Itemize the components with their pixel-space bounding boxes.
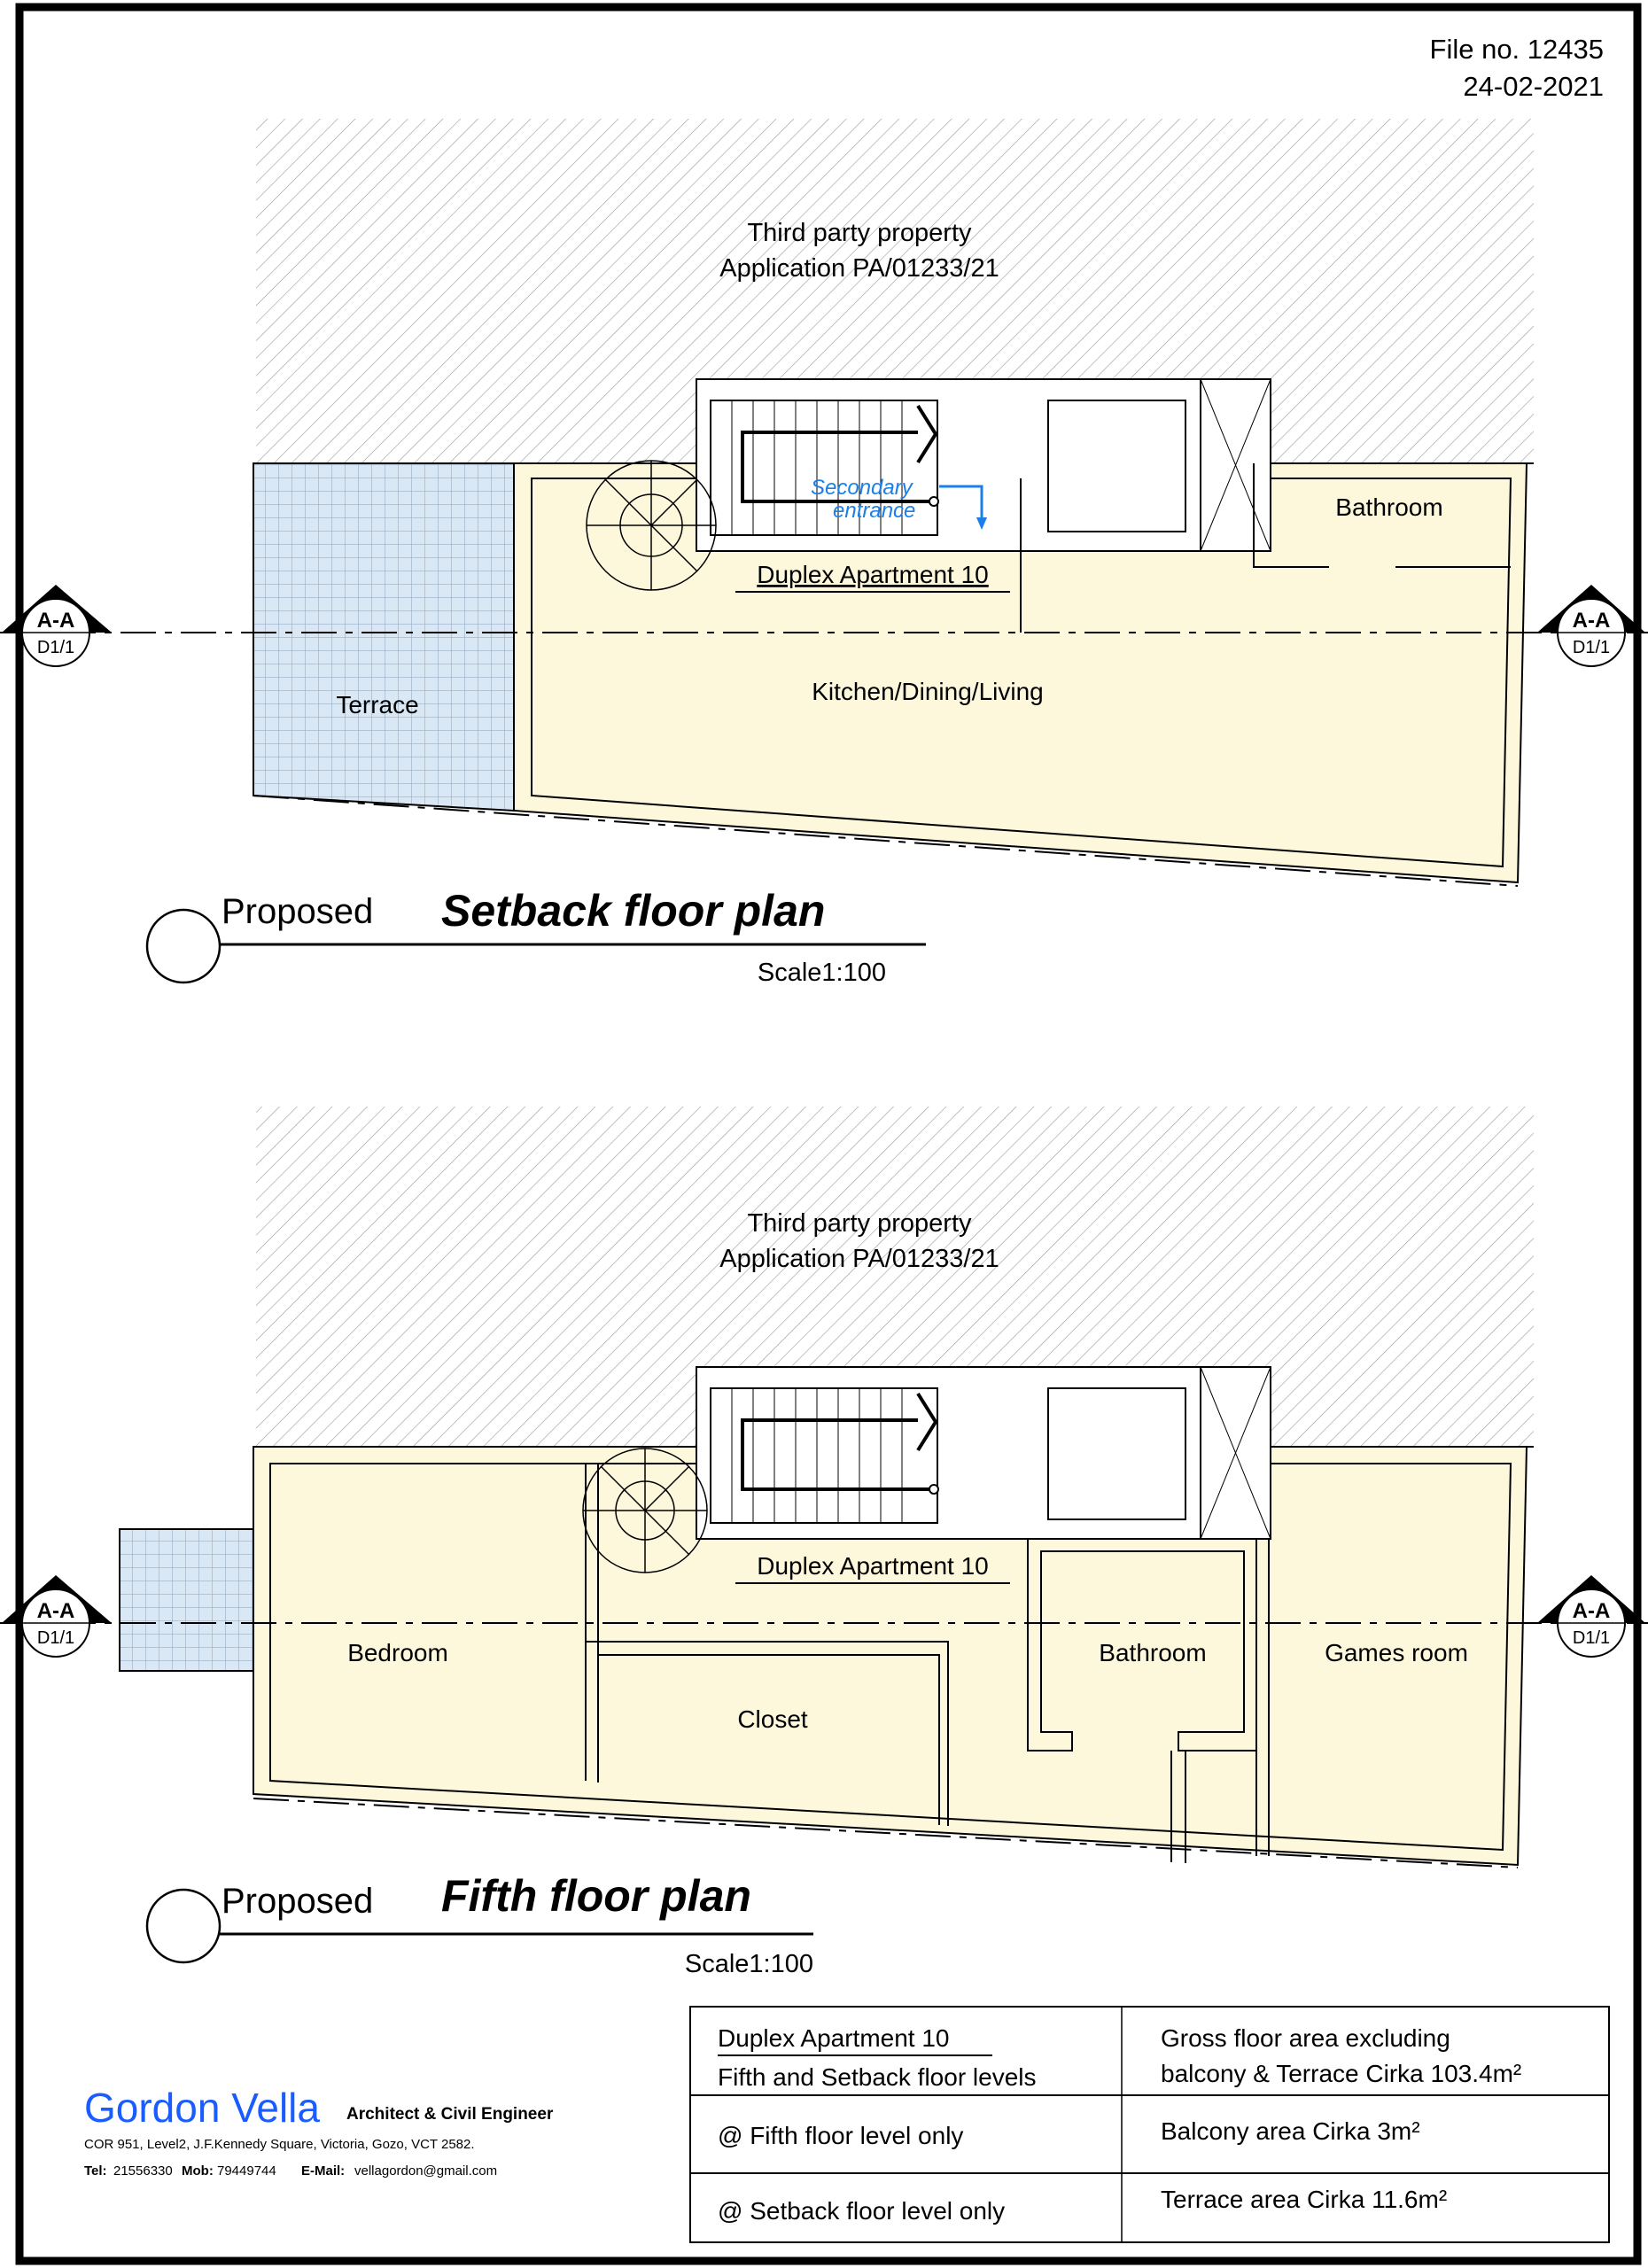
architect-email: vellagordon@gmail.com xyxy=(354,2163,497,2179)
svg-text:Tel:: Tel: xyxy=(84,2163,107,2179)
neighbour-application: Application PA/01233/21 xyxy=(719,254,999,283)
svg-text:D1/1: D1/1 xyxy=(37,1628,74,1648)
fifth-floor-plan: Third party property Application PA/0123… xyxy=(119,1107,1534,1868)
secondary-entrance-label-2: entrance xyxy=(833,499,915,523)
section-marker-left: A-A D1/1 xyxy=(2,585,112,667)
room-label-living: Kitchen/Dining/Living xyxy=(812,678,1044,705)
svg-text:A-A: A-A xyxy=(37,1599,75,1623)
room-label-games-room: Games room xyxy=(1325,1639,1468,1666)
setback-floor-plan: Secondary entrance Third party property … xyxy=(253,119,1534,887)
architect-block: Gordon Vella Architect & Civil Engineer … xyxy=(84,2085,554,2179)
table-fifth-label: @ Fifth floor level only xyxy=(718,2122,963,2149)
file-number: File no. 12435 xyxy=(1430,34,1604,65)
sheet-border xyxy=(15,3,1642,2265)
area-table: Duplex Apartment 10 Fifth and Setback fl… xyxy=(689,2006,1610,2243)
setback-plan-title: Proposed Setback floor plan Scale1:100 xyxy=(145,886,926,987)
secondary-entrance-label: Secondary xyxy=(811,476,914,500)
entrance-arrow-icon xyxy=(939,485,983,521)
stair-core xyxy=(696,1366,1201,1540)
stair-core xyxy=(696,378,1201,552)
spiral-stair-icon xyxy=(582,1448,708,1573)
architect-address: COR 951, Level2, J.F.Kennedy Square, Vic… xyxy=(84,2137,475,2152)
table-setback-label: @ Setback floor level only xyxy=(718,2197,1005,2225)
apartment-label: Duplex Apartment 10 xyxy=(757,561,989,588)
terrace-area xyxy=(253,462,515,812)
fifth-plan-title: Proposed Fifth floor plan Scale1:100 xyxy=(145,1871,813,1978)
table-gross-area-1: Gross floor area excluding xyxy=(1161,2024,1450,2052)
spiral-stair-icon xyxy=(586,460,717,591)
room-label-closet: Closet xyxy=(737,1705,808,1733)
neighbour-label: Third party property xyxy=(747,219,972,247)
svg-text:D1/1: D1/1 xyxy=(37,638,74,657)
room-label-bathroom: Bathroom xyxy=(1099,1639,1206,1666)
neighbour-application: Application PA/01233/21 xyxy=(719,1245,999,1273)
svg-text:A-A: A-A xyxy=(1573,609,1611,633)
neighbour-label: Third party property xyxy=(747,1209,972,1238)
svg-text:Mob:: Mob: xyxy=(182,2163,214,2179)
drawing-date: 24-02-2021 xyxy=(1463,71,1604,102)
apartment-label: Duplex Apartment 10 xyxy=(757,1552,989,1580)
svg-text:Scale1:100: Scale1:100 xyxy=(758,959,886,987)
svg-text:D1/1: D1/1 xyxy=(1573,638,1610,657)
table-terrace-area: Terrace area Cirka 11.6m² xyxy=(1161,2186,1447,2213)
table-balcony-area: Balcony area Cirka 3m² xyxy=(1161,2117,1420,2145)
room-label-terrace: Terrace xyxy=(336,691,418,718)
table-floor-levels: Fifth and Setback floor levels xyxy=(718,2063,1037,2091)
architect-role: Architect & Civil Engineer xyxy=(346,2105,554,2124)
architect-tel: 21556330 xyxy=(113,2163,173,2179)
room-label-bathroom: Bathroom xyxy=(1335,493,1442,521)
section-marker-right: A-A D1/1 xyxy=(1537,585,1645,667)
svg-text:Fifth floor plan: Fifth floor plan xyxy=(441,1871,751,1921)
svg-text:Proposed: Proposed xyxy=(222,892,373,931)
svg-text:Setback floor plan: Setback floor plan xyxy=(441,886,825,936)
section-marker-right: A-A D1/1 xyxy=(1537,1575,1645,1658)
balcony-area xyxy=(119,1528,254,1672)
svg-text:E-Mail:: E-Mail: xyxy=(301,2163,345,2179)
svg-text:A-A: A-A xyxy=(37,609,75,633)
svg-text:D1/1: D1/1 xyxy=(1573,1628,1610,1648)
table-apartment-title: Duplex Apartment 10 xyxy=(718,2024,950,2052)
svg-text:Proposed: Proposed xyxy=(222,1882,373,1921)
svg-text:Scale1:100: Scale1:100 xyxy=(685,1950,813,1978)
table-gross-area-2: balcony & Terrace Cirka 103.4m² xyxy=(1161,2060,1521,2087)
room-label-bedroom: Bedroom xyxy=(347,1639,448,1666)
svg-text:A-A: A-A xyxy=(1573,1599,1611,1623)
section-marker-left: A-A D1/1 xyxy=(2,1575,112,1658)
architect-mobile: 79449744 xyxy=(217,2163,276,2179)
architect-name: Gordon Vella xyxy=(84,2085,320,2131)
